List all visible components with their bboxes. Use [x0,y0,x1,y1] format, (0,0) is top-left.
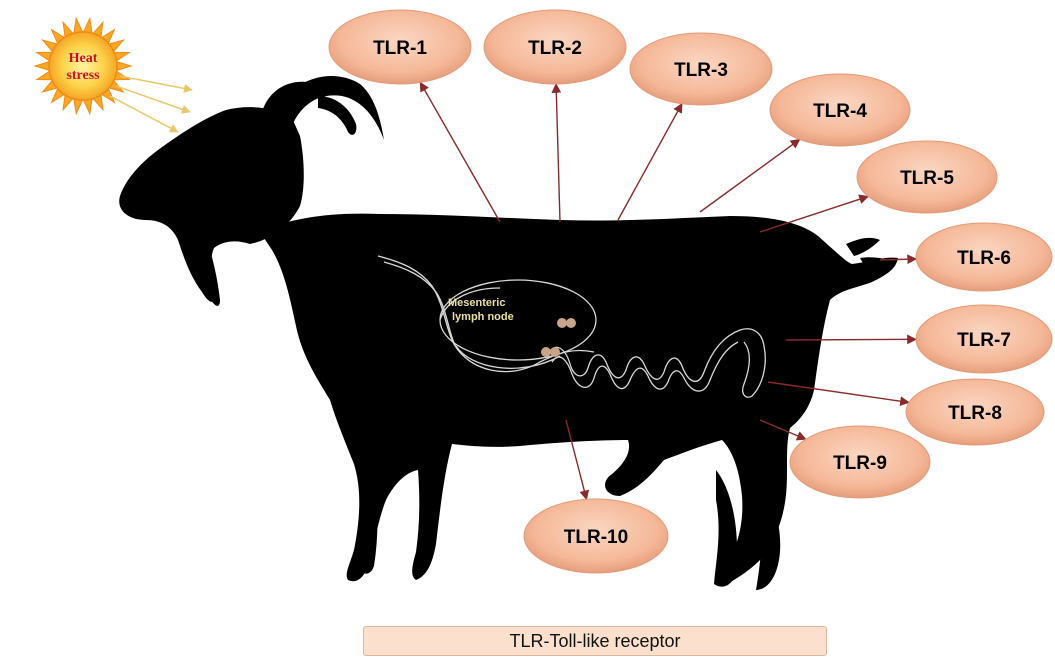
receptor-oval-tlr-8: TLR-8 [906,379,1044,445]
receptor-oval-tlr-6: TLR-6 [916,223,1052,291]
arrow-tlr-3 [618,104,682,220]
arrow-tlr-7 [786,339,916,340]
receptor-oval-tlr-9: TLR-9 [790,426,930,498]
legend-box: TLR-Toll-like receptor [363,626,827,656]
receptor-label: TLR-8 [948,403,1002,424]
receptor-label: TLR-5 [900,168,954,189]
receptor-oval-tlr-7: TLR-7 [916,305,1052,373]
receptor-oval-tlr-10: TLR-10 [524,499,668,573]
receptor-label: TLR-1 [373,38,427,59]
receptor-oval-tlr-1: TLR-1 [329,10,471,84]
lymph-node-label-line1: Mesenteric [448,297,505,309]
arrow-tlr-1 [420,82,500,222]
receptor-oval-tlr-4: TLR-4 [770,74,910,146]
sun-label-line1: Heat [69,51,98,66]
heat-rays [110,76,192,132]
arrow-tlr-4 [700,139,800,212]
sun-label-line2: stress [66,68,100,83]
arrow-tlr-2 [556,84,560,222]
legend-text: TLR-Toll-like receptor [509,631,680,652]
receptor-label: TLR-9 [833,453,887,474]
receptor-label: TLR-6 [957,248,1011,269]
receptor-label: TLR-2 [528,38,582,59]
receptor-label: TLR-4 [813,101,867,122]
receptor-oval-tlr-5: TLR-5 [857,141,997,213]
lymph-node-label-line2: lymph node [452,311,514,323]
arrow-tlr-5 [760,196,868,232]
receptor-oval-tlr-2: TLR-2 [484,10,626,84]
receptor-label: TLR-7 [957,330,1011,351]
receptor-label: TLR-3 [674,60,728,81]
receptor-label: TLR-10 [564,527,628,548]
receptor-oval-tlr-3: TLR-3 [630,33,772,105]
